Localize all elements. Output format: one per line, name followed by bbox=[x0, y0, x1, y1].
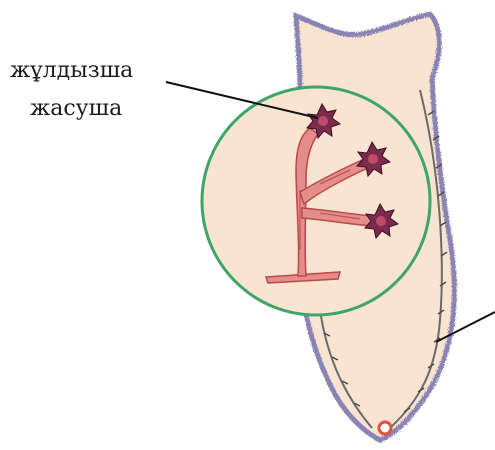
label-star-cell-line1: жұлдызша bbox=[10, 60, 133, 82]
pore-icon bbox=[379, 422, 391, 434]
label-star-cell-line2: жасуша bbox=[30, 98, 122, 120]
